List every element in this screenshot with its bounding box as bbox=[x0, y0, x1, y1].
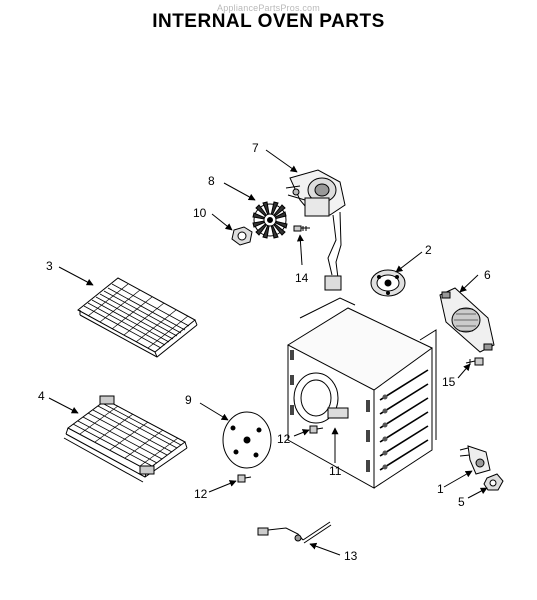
part-convection-element bbox=[439, 287, 495, 353]
leader-lines bbox=[48, 149, 488, 556]
callout-4: 4 bbox=[38, 389, 45, 403]
callout-6: 6 bbox=[484, 268, 491, 282]
watermark: AppliancePartsPros.com bbox=[217, 3, 320, 13]
part-fan-cover bbox=[370, 269, 406, 297]
part-convection-motor bbox=[285, 169, 346, 291]
callout-2: 2 bbox=[425, 243, 432, 257]
callout-13: 13 bbox=[344, 549, 358, 563]
part-motor-screw bbox=[293, 225, 310, 232]
callout-8: 8 bbox=[208, 174, 215, 188]
callout-10: 10 bbox=[193, 206, 207, 220]
callout-12-lower: 12 bbox=[194, 487, 208, 501]
part-rear-cover bbox=[222, 411, 272, 469]
callout-14: 14 bbox=[295, 271, 309, 285]
part-nut bbox=[231, 226, 253, 246]
part-oven-rack bbox=[77, 277, 198, 358]
callout-labels: 7 8 10 14 2 3 6 4 9 15 12 11 1 5 12 13 bbox=[38, 141, 491, 563]
part-fan-blade bbox=[252, 201, 288, 239]
callout-9: 9 bbox=[185, 393, 192, 407]
callout-1: 1 bbox=[437, 482, 444, 496]
part-roller-rack bbox=[63, 395, 188, 483]
callout-5: 5 bbox=[458, 495, 465, 509]
part-temperature-sensor bbox=[257, 521, 332, 544]
callout-11: 11 bbox=[329, 464, 342, 478]
callout-7: 7 bbox=[252, 141, 259, 155]
callout-12-upper: 12 bbox=[277, 432, 291, 446]
callout-3: 3 bbox=[46, 259, 53, 273]
part-light-socket bbox=[459, 445, 491, 475]
part-cavity-screw bbox=[309, 425, 324, 434]
page-title: INTERNAL OVEN PARTS bbox=[152, 11, 385, 32]
part-element-screw bbox=[465, 357, 484, 366]
part-cover-screw bbox=[237, 474, 252, 483]
part-light-lens bbox=[483, 473, 504, 491]
callout-15: 15 bbox=[442, 375, 456, 389]
part-oven-cavity bbox=[286, 297, 437, 489]
